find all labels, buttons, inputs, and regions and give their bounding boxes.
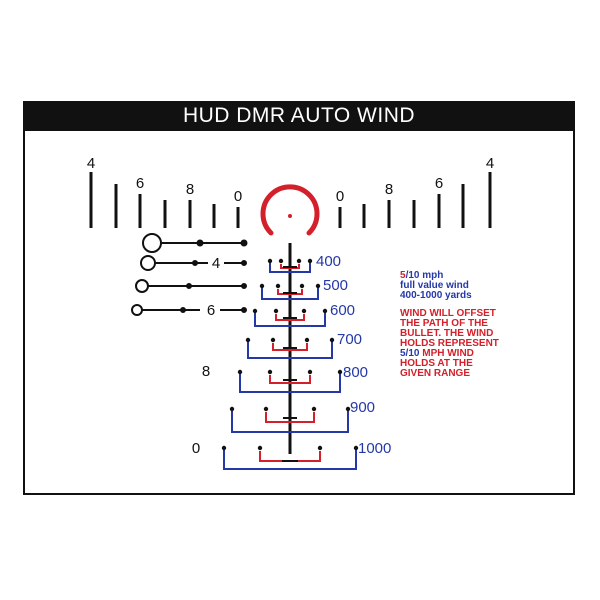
note-line-5-rest: MPH WIND <box>419 348 474 359</box>
scale-label: 4 <box>486 155 494 172</box>
blue-bracket <box>269 262 311 273</box>
bracket-tip-dot <box>237 369 243 375</box>
legend-value-rest: /10 mph <box>405 270 444 281</box>
range-label-700: 700 <box>337 331 362 348</box>
legend-line-2: full value wind <box>400 280 469 291</box>
scale-label: 6 <box>136 175 144 192</box>
bracket-tip-dot <box>307 369 313 375</box>
bracket-tip-dot <box>315 283 321 289</box>
note-line-1: WIND WILL OFFSET <box>400 308 496 319</box>
bracket-tip-dot <box>322 308 328 314</box>
red-bracket <box>269 375 311 384</box>
lead-dot <box>241 307 247 313</box>
lead-dot <box>241 283 247 289</box>
note-line-4: HOLDS REPRESENT <box>400 338 499 349</box>
scale-label: 8 <box>385 181 393 198</box>
blue-bracket <box>239 373 341 393</box>
bracket-tip-dot <box>337 369 343 375</box>
range-label-600: 600 <box>330 302 355 319</box>
range-label-1000: 1000 <box>358 440 391 457</box>
top-scale <box>89 172 492 228</box>
elevation-label: 0 <box>192 440 200 457</box>
blue-bracket <box>247 341 333 359</box>
horseshoe-ring <box>260 184 320 236</box>
bracket-tip-dot <box>229 406 235 412</box>
scale-label: 0 <box>234 188 242 205</box>
legend-value-num: 5 <box>400 270 406 281</box>
bracket-tip-dot <box>353 445 359 451</box>
bracket-tip-dot <box>278 258 284 264</box>
bracket-tip-dot <box>304 337 310 343</box>
bracket-tip-dot <box>257 445 263 451</box>
bracket-tip-dot <box>345 406 351 412</box>
bracket-tip-dot <box>259 283 265 289</box>
scale-label: 8 <box>186 181 194 198</box>
elevation-label: 8 <box>202 363 210 380</box>
bracket-tip-dot <box>270 337 276 343</box>
center-dot <box>288 214 292 218</box>
lead-ring <box>135 279 149 293</box>
range-label-900: 900 <box>350 399 375 416</box>
note-line-6: HOLDS AT THE <box>400 358 473 369</box>
bracket-tip-dot <box>311 406 317 412</box>
blue-bracket <box>231 410 349 433</box>
red-bracket <box>275 314 305 321</box>
bracket-tip-dot <box>221 445 227 451</box>
range-label-500: 500 <box>323 277 348 294</box>
red-bracket <box>272 343 308 351</box>
lead-ring <box>142 233 162 253</box>
lead-dot <box>186 283 192 289</box>
blue-bracket <box>254 312 326 327</box>
bracket-tip-dot <box>273 308 279 314</box>
wind-lead-indicators <box>131 233 248 316</box>
lead-ring <box>131 304 143 316</box>
note-line-3: BULLET. THE WIND <box>400 328 494 339</box>
bracket-tip-dot <box>275 283 281 289</box>
lead-ring <box>140 255 156 271</box>
blue-bracket <box>223 449 357 470</box>
blue-bracket <box>261 287 319 300</box>
note-line-7: GIVEN RANGE <box>400 368 471 379</box>
note-line-5-num: 5/10 <box>400 348 420 359</box>
wind-offset-note: WIND WILL OFFSET THE PATH OF THE BULLET.… <box>400 309 499 379</box>
page-title: HUD DMR AUTO WIND <box>182 104 416 127</box>
legend-line-3: 400-1000 yards <box>400 290 472 301</box>
bracket-tip-dot <box>301 308 307 314</box>
lead-dot <box>192 260 198 266</box>
scale-label: 4 <box>87 155 95 172</box>
bracket-tip-dot <box>245 337 251 343</box>
wind-legend: 5/10 mph full value wind 400-1000 yards <box>400 271 472 301</box>
scale-label: 6 <box>435 175 443 192</box>
range-brackets <box>221 258 359 470</box>
bracket-tip-dot <box>299 283 305 289</box>
scale-label: 0 <box>336 188 344 205</box>
range-label-800: 800 <box>343 364 368 381</box>
bracket-tip-dot <box>296 258 302 264</box>
bracket-tip-dot <box>329 337 335 343</box>
bracket-tip-dot <box>252 308 258 314</box>
lead-dot <box>241 260 247 266</box>
lead-label: 6 <box>207 302 215 319</box>
bracket-tip-dot <box>263 406 269 412</box>
note-line-2: THE PATH OF THE <box>400 318 488 329</box>
title-bar: HUD DMR AUTO WIND <box>23 101 575 131</box>
lead-dot <box>196 239 204 247</box>
bracket-tip-dot <box>267 258 273 264</box>
bracket-tip-dot <box>307 258 313 264</box>
bracket-tip-dot <box>317 445 323 451</box>
lead-dot <box>180 307 186 313</box>
lead-label: 4 <box>212 255 220 272</box>
bracket-tip-dot <box>267 369 273 375</box>
red-bracket <box>265 412 315 423</box>
range-label-400: 400 <box>316 253 341 270</box>
lead-dot <box>240 239 248 247</box>
